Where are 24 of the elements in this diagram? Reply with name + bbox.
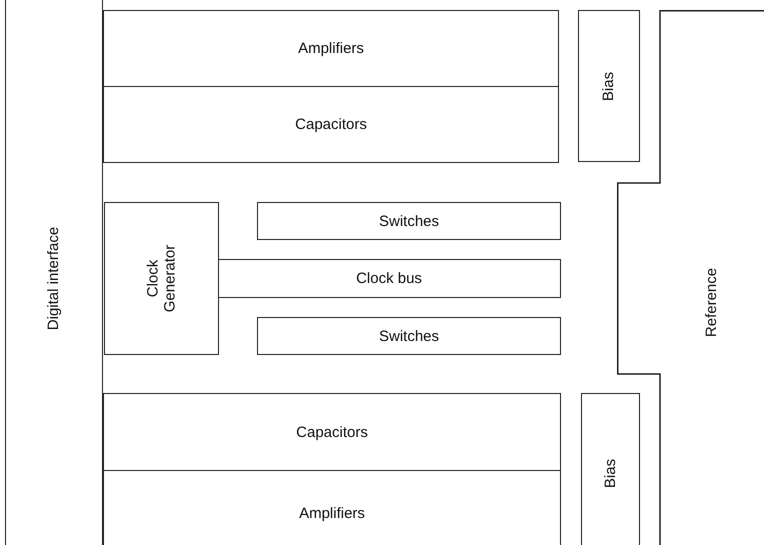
layout-block (5, 0, 103, 545)
layout-block (581, 393, 640, 545)
block-label: Amplifiers (298, 40, 364, 57)
block-label: Digital interface (46, 226, 62, 330)
layout-block (257, 317, 561, 355)
block-label: Switches (378, 328, 440, 344)
layout-block (103, 393, 561, 471)
reference-region (617, 10, 764, 545)
block-label: Amplifiers (299, 504, 365, 522)
layout-block (578, 10, 640, 162)
block-label: Capacitors (296, 424, 368, 440)
block-label: Bias (600, 71, 618, 101)
block-label: Reference (703, 268, 720, 338)
block-label: Switches (378, 212, 440, 230)
block-label: Bias (602, 458, 619, 488)
layout-block (103, 470, 561, 545)
layout-block (104, 202, 219, 355)
block-label: Clock Generator (145, 244, 178, 314)
layout-block (218, 259, 561, 298)
layout-block (103, 86, 559, 163)
block-label: Capacitors (295, 116, 367, 133)
layout-block (257, 202, 561, 240)
block-label: Clock bus (356, 270, 422, 287)
layout-block (103, 10, 559, 87)
